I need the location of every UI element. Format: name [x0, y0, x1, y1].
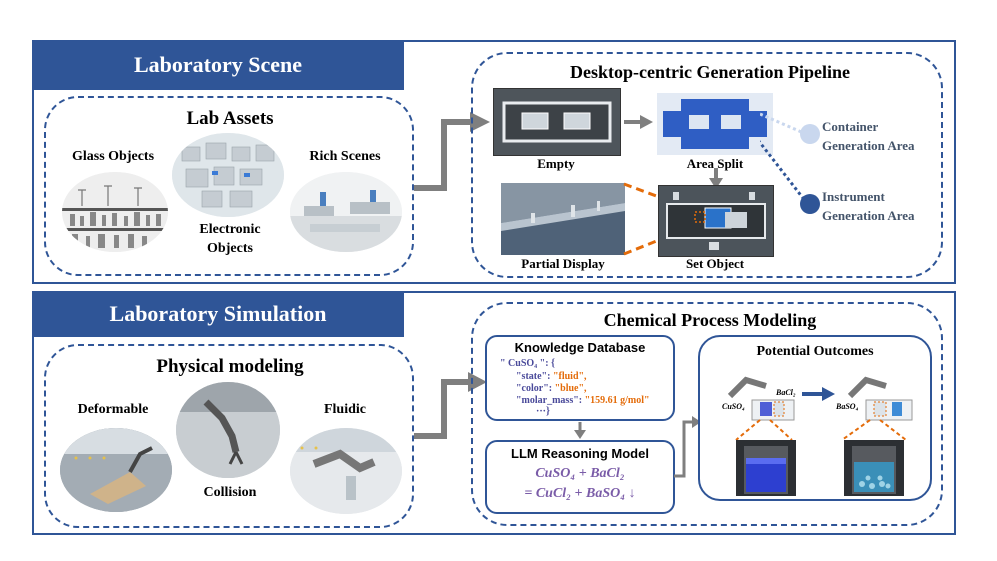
kb-line-molar: "molar_mass": "159.61 g/mol" — [516, 395, 650, 406]
collision-label: Collision — [203, 485, 257, 500]
assets-to-pipeline-arrow — [414, 112, 490, 191]
instrument-label-line1: Instrument — [822, 189, 885, 204]
instrument-label-line2: Generation Area — [822, 208, 915, 223]
baso4-tag: BaSO₄ — [836, 402, 859, 411]
knowledge-database-box — [485, 335, 675, 421]
empty-desk-image — [493, 88, 621, 156]
lab-assets-title: Lab Assets — [186, 108, 274, 129]
pipeline-box — [471, 52, 943, 278]
fluidic-image — [290, 428, 402, 514]
reaction-before-image — [716, 366, 802, 426]
laboratory-scene-tab: Laboratory Scene — [32, 40, 404, 90]
chemical-process-box — [471, 302, 943, 526]
kb-color-value: "blue", — [554, 383, 587, 394]
rich-scenes-label: Rich Scenes — [309, 149, 381, 164]
pipeline-title: Desktop-centric Generation Pipeline — [570, 62, 850, 82]
laboratory-simulation-panel — [32, 291, 956, 535]
kb-line-end: ···} — [536, 406, 550, 417]
lab-assets-box — [44, 96, 414, 276]
electronic-objects-image — [172, 133, 284, 217]
physical-modeling-title: Physical modeling — [156, 356, 304, 377]
set-object-label: Set Object — [685, 256, 745, 271]
bacl2-tag: BaCl₂ — [776, 388, 796, 397]
collision-image — [176, 382, 280, 478]
container-label-line1: Container — [822, 119, 879, 134]
llm-reasoning-title: LLM Reasoning Model — [511, 446, 649, 461]
chemical-process-title: Chemical Process Modeling — [603, 310, 817, 330]
deformable-label: Deformable — [77, 402, 149, 417]
knowledge-database-title: Knowledge Database — [514, 340, 646, 355]
llm-to-outcomes-arrow — [674, 416, 701, 478]
glass-objects-image — [62, 172, 168, 252]
reaction-after-image — [836, 366, 922, 426]
area-split-label: Area Split — [686, 156, 744, 171]
electronic-objects-label: Electronic Objects — [199, 222, 261, 256]
physical-modeling-box — [44, 344, 414, 528]
legend-connectors — [760, 112, 808, 203]
container-area-dot — [800, 124, 820, 144]
empty-label: Empty — [537, 156, 575, 171]
partial-display-label: Partial Display — [521, 256, 605, 271]
laboratory-scene-panel — [32, 40, 956, 284]
area-split-image — [657, 93, 773, 155]
empty-to-split-arrow — [624, 115, 653, 129]
kb-state-value: "fluid", — [552, 371, 587, 382]
potential-outcomes-title: Potential Outcomes — [756, 344, 874, 359]
kb-line-color: "color": "blue", — [516, 383, 587, 394]
partial-display-image — [501, 183, 625, 255]
kb-to-llm-arrow — [574, 422, 586, 439]
glass-objects-label: Glass Objects — [71, 149, 155, 164]
deformable-image — [60, 428, 172, 512]
precipitate-beaker-closeup — [844, 440, 904, 496]
kb-line-cuso4: " CuSO₄ ": { — [500, 358, 555, 369]
split-to-set-arrow — [709, 168, 723, 189]
instrument-area-dot — [800, 194, 820, 214]
kb-state-key: "state": — [516, 371, 553, 382]
llm-reasoning-box — [485, 440, 675, 514]
beaker-zoom-lines — [735, 419, 907, 441]
kb-color-key: "color": — [516, 383, 555, 394]
kb-molar-key: "molar_mass": — [516, 395, 585, 406]
set-object-image — [658, 185, 774, 257]
llm-equation-line2: = CuCl₂ + BaSO₄ ↓ — [524, 486, 636, 501]
kb-molar-value: "159.61 g/mol" — [584, 395, 650, 406]
laboratory-simulation-tab: Laboratory Simulation — [32, 291, 404, 337]
fluidic-label: Fluidic — [323, 402, 366, 417]
reaction-arrow — [802, 387, 835, 401]
container-label-line2: Generation Area — [822, 138, 915, 153]
kb-line-state: "state": "fluid", — [516, 371, 587, 382]
cuso4-tag: CuSO₄ — [722, 402, 745, 411]
blue-beaker-closeup — [736, 440, 796, 496]
llm-equation-line1: CuSO₄ + BaCl₂ — [535, 466, 625, 481]
rich-scenes-image — [290, 172, 402, 252]
